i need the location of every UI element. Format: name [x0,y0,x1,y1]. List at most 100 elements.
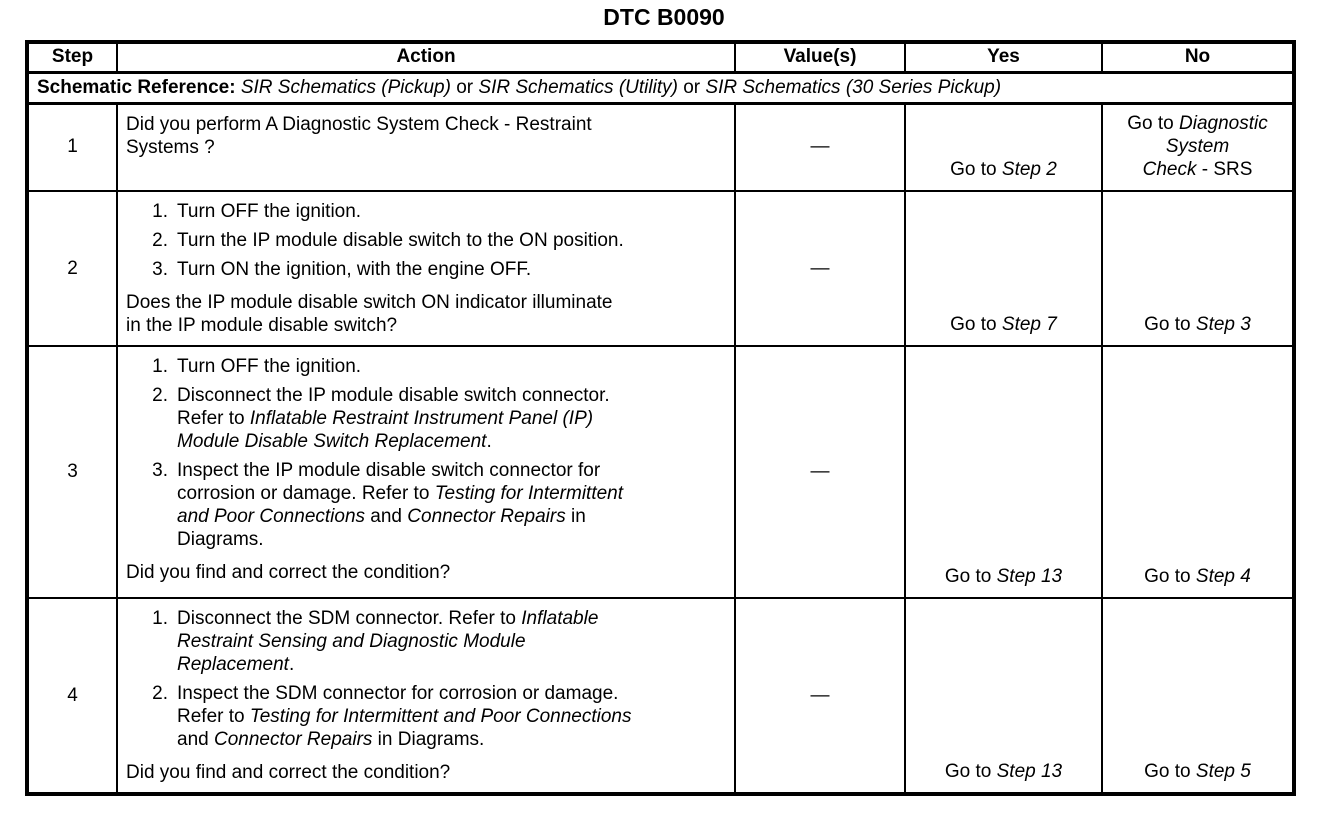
action-text: in Diagrams. [372,729,485,750]
table-row-step-2: 2 1. Turn OFF the ignition. 2. Turn the IP m… [26,190,1295,347]
action-list-item: 1. Turn OFF the ignition. [146,200,724,223]
yes-cell: Go to Step 13 [904,345,1103,599]
column-header-values: Value(s) [734,41,906,74]
action-text: Systems ? [126,136,215,158]
action-italic-text: Testing for Intermittent [434,483,624,504]
step-number-cell: 2 [26,190,118,347]
action-cell: 1. Turn OFF the ignition. 2. Turn the IP mo… [116,190,736,347]
schematic-reference-row: Schematic Reference: SIR Schematics (Pic… [26,71,1295,105]
schematic-reference-italic-text: SIR Schematics (Pickup) [240,76,451,98]
yes-goto-italic-text: Step 13 [996,566,1063,587]
list-item-text: Turn OFF the ignition. [177,200,361,223]
yes-goto-italic-text: Step 7 [1001,314,1057,335]
action-list-item: 2.Disconnect the IP module disable switc… [146,384,724,453]
action-italic-text: Module Disable Switch Replacement [177,431,487,452]
yes-cell: Go to Step 2 [904,102,1103,192]
list-item-number: 1. [152,608,168,629]
value-cell: — [734,190,906,347]
schematic-reference-text: or [677,76,706,98]
list-item-number: 1. [152,356,168,377]
action-italic-text: Replacement [177,654,289,675]
action-list-item: 1. Disconnect the SDM connector. Refer to… [146,607,724,676]
value-cell: — [734,597,906,795]
action-text: Turn ON the ignition, with the engine OF… [177,259,532,280]
no-goto-text: Go to [1144,761,1196,782]
yes-goto-italic-text: Step 13 [996,761,1063,782]
action-list-item: 3. Turn ON the ignition, with the engine … [146,258,724,281]
no-cell: Go to Step 3 [1101,190,1295,347]
table-row-step-3: 3 1. Turn OFF the ignition. 2.Disconnect th… [26,345,1295,599]
action-text: Refer to [177,706,250,727]
column-header-no: No [1101,41,1295,74]
action-text: in [565,506,586,527]
action-text: . [288,654,295,675]
no-goto-italic-text: Step 3 [1195,314,1251,335]
schematic-references: SIR Schematics (Pickup) or SIR Schematic… [236,76,1002,98]
action-italic-text: Inflatable Restraint Instrument Panel (I… [249,408,594,429]
yes-goto-italic-text: Step 2 [1001,159,1057,180]
no-goto-text: - SRS [1196,159,1253,180]
action-text: Did you find and correct the condition? [126,762,451,783]
action-text: Did you perform A Diagnostic System Chec… [126,113,592,135]
no-goto-italic-text: Step 4 [1195,566,1251,587]
action-text: Turn the IP module disable switch to the… [177,230,624,251]
yes-goto-text: Go to [944,566,997,587]
action-text: Diagrams. [177,529,264,550]
list-item-number: 2. [152,230,168,251]
action-text: Inspect the IP module disable switch con… [177,460,601,481]
action-text: Refer to [177,408,250,429]
action-text: and [365,506,408,527]
yes-cell: Go to Step 7 [904,190,1103,347]
yes-goto-text: Go to [950,314,1002,335]
step-number-cell: 4 [26,597,118,795]
no-goto-italic-text: Step 5 [1195,761,1251,782]
value-cell: — [734,102,906,192]
action-text: Turn OFF the ignition. [177,201,362,222]
list-item-number: 3. [152,259,168,280]
yes-goto-text: Go to [950,159,1002,180]
list-item-text: Inspect the IP module disable switch con… [177,459,623,551]
step-number-cell: 3 [26,345,118,599]
dtc-diagnostic-table: Step Action Value(s) Yes No Schematic Re… [25,40,1296,796]
no-goto-italic-text: Check [1142,159,1197,180]
list-item-number: 2. [152,385,168,406]
action-text: and [177,729,214,750]
list-item-number: 2. [152,683,168,704]
schematic-reference-italic-text: SIR Schematics (Utility) [478,76,678,98]
schematic-reference-text: or [450,76,479,98]
column-header-action: Action [116,41,736,74]
action-cell: Did you perform A Diagnostic System Chec… [116,102,736,192]
action-italic-text: Testing for Intermittent and Poor Connec… [249,706,632,727]
action-question: Did you find and correct the condition? [126,561,724,584]
list-item-number: 3. [152,460,168,481]
action-cell: 1. Disconnect the SDM connector. Refer to… [116,597,736,795]
action-italic-text: Connector Repairs [407,506,566,527]
list-item-text: Turn OFF the ignition. [177,355,361,378]
schematic-reference-cell: Schematic Reference: SIR Schematics (Pic… [26,71,1295,105]
list-item-number: 1. [152,201,168,222]
schematic-reference-italic-text: SIR Schematics (30 Series Pickup) [705,76,1002,98]
action-question: Does the IP module disable switch ON ind… [126,291,724,337]
action-question: Did you find and correct the condition? [126,761,724,784]
no-goto-text: Go to [1144,566,1196,587]
action-question: Did you perform A Diagnostic System Chec… [126,113,724,159]
column-header-yes: Yes [904,41,1103,74]
schematic-reference-label: Schematic Reference: [37,76,236,98]
action-numbered-list: 1. Turn OFF the ignition. 2.Disconnect the… [126,355,724,551]
no-goto-text: Go to [1127,113,1180,134]
yes-goto-text: Go to [944,761,997,782]
table-header-row: Step Action Value(s) Yes No [26,41,1295,74]
action-list-item: 1. Turn OFF the ignition. [146,355,724,378]
action-list-item: 2. Turn the IP module disable switch to t… [146,229,724,252]
action-numbered-list: 1. Turn OFF the ignition. 2. Turn the IP mo… [126,200,724,281]
no-goto-italic-text: System [1165,136,1230,157]
list-item-text: Disconnect the SDM connector. Refer to I… [177,607,598,676]
action-text: in the IP module disable switch? [126,315,398,336]
action-italic-text: Connector Repairs [213,729,373,750]
list-item-text: Inspect the SDM connector for corrosion … [177,682,632,751]
no-goto-text: Go to [1144,314,1196,335]
step-number-cell: 1 [26,102,118,192]
table-row-step-4: 4 1. Disconnect the SDM connector. Refer t… [26,597,1295,795]
yes-cell: Go to Step 13 [904,597,1103,795]
